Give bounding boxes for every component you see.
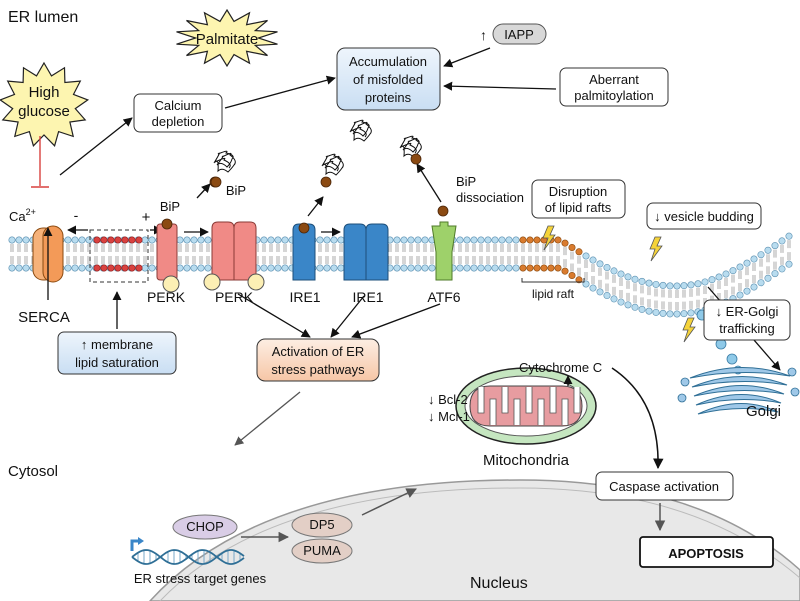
- bip-on-perk-icon: [161, 218, 173, 230]
- saturated-lipids: [89, 229, 149, 283]
- ire1-dimer-left: [343, 223, 367, 281]
- nucleus-label: Nucleus: [470, 575, 528, 592]
- palmitate-star: Palmitate: [176, 8, 278, 68]
- svg-text:of lipid rafts: of lipid rafts: [545, 200, 612, 215]
- bip-dissociation-label-2: dissociation: [456, 190, 524, 205]
- mcl1-label: ↓ Mcl-1: [428, 409, 470, 424]
- glucose-inhibition: [31, 136, 49, 188]
- serca-label: SERCA: [18, 309, 70, 326]
- perk-label-2: PERK: [215, 289, 254, 305]
- ire1-label-2: IRE1: [352, 289, 383, 305]
- top-arrows: [59, 47, 557, 176]
- vesicle-budding-box: ↓ vesicle budding: [646, 202, 762, 230]
- perk-label-1: PERK: [147, 289, 186, 305]
- misfolded-protein-icon: [321, 153, 344, 176]
- mitochondria-label: Mitochondria: [483, 452, 570, 469]
- bip-bound-icon: [320, 176, 332, 188]
- svg-text:DP5: DP5: [309, 517, 334, 532]
- svg-text:IAPP: IAPP: [504, 27, 534, 42]
- high-glucose-star: High glucose: [0, 61, 90, 147]
- bip-on-ire1-icon: [298, 222, 310, 234]
- svg-text:proteins: proteins: [365, 90, 412, 105]
- svg-text:CHOP: CHOP: [186, 519, 224, 534]
- golgi-label: Golgi: [746, 403, 781, 420]
- calcium-ion-label: Ca2+: [9, 207, 36, 224]
- svg-text:depletion: depletion: [152, 114, 205, 129]
- membrane-saturation-box: ↑ membrane lipid saturation: [57, 331, 177, 375]
- lightning-icons: [542, 225, 696, 343]
- bcl2-label: ↓ Bcl-2: [428, 392, 468, 407]
- ire1-monomer: [292, 223, 316, 281]
- bip-dissociation-label-1: BiP: [456, 174, 476, 189]
- bip-dissociating-icon: [437, 205, 449, 217]
- palmitate-label: Palmitate: [196, 31, 259, 48]
- nucleus: [148, 479, 800, 601]
- atf6-receptor: [431, 221, 457, 281]
- svg-text:stress pathways: stress pathways: [271, 362, 365, 377]
- svg-text:palmitoylation: palmitoylation: [574, 88, 654, 103]
- svg-text:Disruption: Disruption: [549, 184, 608, 199]
- caspase-box: Caspase activation: [595, 471, 734, 501]
- svg-text:PUMA: PUMA: [303, 543, 341, 558]
- minus-sign: -: [74, 207, 79, 223]
- misfolded-protein-icon: [213, 150, 236, 173]
- bip-bound-icon: [410, 153, 422, 165]
- svg-text:Calcium: Calcium: [155, 98, 202, 113]
- er-membrane: lipid raft - + Ca2+ SERCA BiP PERK PERK BiP IRE1 I…: [8, 119, 793, 375]
- misfolded-protein-icon: [349, 119, 372, 142]
- ire1-dimer-right: [365, 223, 389, 281]
- trafficking-box: ↓ ER-Golgi trafficking: [703, 299, 791, 341]
- apoptosis-box: APOPTOSIS: [639, 536, 774, 568]
- svg-text:↓ vesicle budding: ↓ vesicle budding: [654, 209, 754, 224]
- iapp-pill: ↑ IAPP: [480, 23, 547, 45]
- aberrant-palmitoylation-box: Aberrant palmitoylation: [559, 67, 669, 107]
- cytochrome-label: Cytochrome C: [519, 360, 602, 375]
- svg-text:Aberrant: Aberrant: [589, 72, 639, 87]
- bip-label-top: BiP: [160, 199, 180, 214]
- dna-helix-icon: [131, 549, 245, 565]
- svg-text:Accumulation: Accumulation: [349, 54, 427, 69]
- svg-text:Activation of ER: Activation of ER: [272, 344, 365, 359]
- svg-text:APOPTOSIS: APOPTOSIS: [668, 546, 744, 561]
- golgi: [677, 366, 800, 415]
- er-lumen-label: ER lumen: [8, 9, 78, 26]
- genes-label: ER stress target genes: [134, 571, 267, 586]
- svg-text:trafficking: trafficking: [719, 321, 774, 336]
- vesicle-icon: [726, 353, 738, 365]
- mitochondria: Mitochondria: [455, 367, 597, 469]
- dp5-pill: DP5: [291, 512, 353, 538]
- serca-pump: [32, 225, 64, 283]
- puma-pill: PUMA: [291, 538, 353, 564]
- misfolded-protein-icon: [399, 135, 422, 158]
- svg-text:of misfolded: of misfolded: [353, 72, 423, 87]
- bip-label-free: BiP: [226, 183, 246, 198]
- activation-arrows: [234, 293, 441, 446]
- svg-text:↓ ER-Golgi: ↓ ER-Golgi: [716, 304, 779, 319]
- plus-sign: +: [142, 209, 151, 226]
- high-glucose-label-1: High: [29, 84, 60, 101]
- calcium-depletion-box: Calcium depletion: [133, 93, 223, 133]
- svg-text:Caspase activation: Caspase activation: [609, 479, 719, 494]
- chop-pill: CHOP: [172, 514, 238, 540]
- lipid-raft-label: lipid raft: [532, 287, 575, 301]
- high-glucose-label-2: glucose: [18, 103, 70, 120]
- accumulation-box: Accumulation of misfolded proteins: [336, 47, 441, 111]
- atf6-label: ATF6: [427, 289, 460, 305]
- ire1-label-1: IRE1: [289, 289, 320, 305]
- svg-text:↑: ↑: [480, 27, 487, 43]
- disruption-box: Disruption of lipid rafts: [531, 179, 626, 219]
- promoter-arrow-icon: [130, 539, 140, 551]
- bip-bound-icon: [210, 176, 222, 188]
- perk-dimer-left: [211, 221, 235, 281]
- cytosol-label: Cytosol: [8, 463, 58, 480]
- svg-text:lipid saturation: lipid saturation: [75, 355, 159, 370]
- svg-text:↑ membrane: ↑ membrane: [81, 337, 153, 352]
- perk-monomer: [156, 223, 178, 281]
- perk-dimer-right: [233, 221, 257, 281]
- activation-box: Activation of ER stress pathways: [256, 338, 380, 382]
